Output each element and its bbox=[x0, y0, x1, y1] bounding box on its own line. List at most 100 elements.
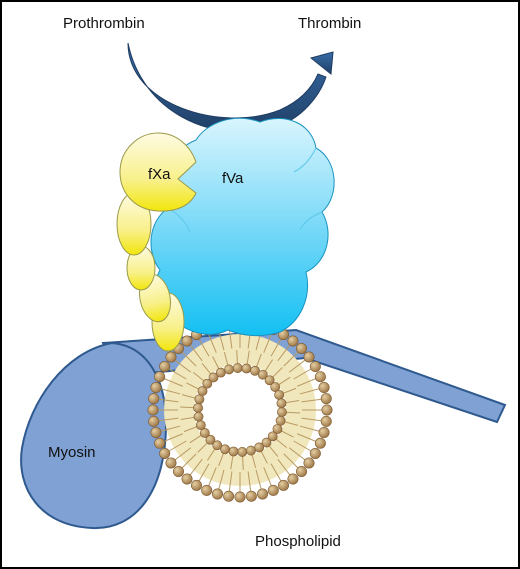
lipid-head-outer bbox=[296, 466, 308, 478]
lipid-head-inner bbox=[193, 403, 203, 413]
lipid-tail bbox=[158, 398, 179, 403]
fva-cloud bbox=[150, 117, 335, 337]
label-fva: fVa bbox=[222, 170, 244, 187]
lipid-tail bbox=[218, 469, 225, 490]
lipid-tail bbox=[263, 467, 272, 486]
lipid-head-inner bbox=[261, 437, 272, 448]
lipid-head-outer bbox=[320, 415, 332, 427]
lipid-head-inner bbox=[224, 364, 234, 375]
lipid-tail bbox=[277, 344, 291, 362]
lipid-tail bbox=[164, 378, 183, 387]
label-phospholipid: Phospholipid bbox=[255, 533, 341, 550]
lipid-tail bbox=[270, 463, 282, 482]
lipid-head-outer bbox=[320, 393, 332, 405]
lipid-tail bbox=[189, 458, 203, 476]
lipid-tail bbox=[160, 388, 181, 395]
arrow-body bbox=[127, 42, 327, 133]
lipid-head-outer bbox=[287, 473, 299, 485]
lipid-head-outer bbox=[287, 335, 299, 347]
lipid-head-inner bbox=[194, 394, 205, 405]
lipid-head-outer bbox=[303, 351, 315, 363]
lipid-head-inner bbox=[232, 363, 243, 373]
fxa-pacman bbox=[119, 132, 197, 212]
lipid-head-inner bbox=[241, 363, 252, 374]
lipid-tail bbox=[283, 453, 299, 469]
lipid-tail bbox=[297, 433, 316, 442]
lipid-head-outer bbox=[309, 447, 321, 459]
lipid-tail bbox=[218, 330, 225, 351]
lipid-tail bbox=[198, 338, 210, 357]
lipid-head-outer bbox=[181, 335, 193, 347]
lipid-head-outer bbox=[165, 457, 177, 469]
lipid-tail bbox=[228, 328, 233, 349]
lipid-tail bbox=[160, 425, 181, 432]
lipid-head-inner bbox=[237, 447, 248, 457]
lipid-tail bbox=[228, 471, 233, 492]
lipid-head-outer bbox=[314, 437, 326, 449]
label-thrombin: Thrombin bbox=[298, 15, 361, 32]
lipid-head-outer bbox=[318, 427, 330, 439]
lipid-head-inner bbox=[275, 415, 286, 426]
lipid-head-outer bbox=[321, 404, 333, 416]
label-prothrombin: Prothrombin bbox=[63, 15, 145, 32]
lipid-head-inner bbox=[254, 442, 265, 453]
lipid-tail bbox=[168, 368, 187, 380]
arrow-head bbox=[309, 51, 334, 75]
lipid-tail bbox=[288, 359, 306, 373]
lipid-tail bbox=[189, 344, 203, 362]
lipid-tail bbox=[263, 334, 272, 353]
lipid-tail bbox=[174, 359, 192, 373]
lipid-head-outer bbox=[147, 404, 159, 416]
lipid-head-inner bbox=[264, 375, 275, 386]
label-myosin: Myosin bbox=[48, 444, 96, 461]
lipid-head-outer bbox=[223, 490, 235, 502]
lipid-head-inner bbox=[276, 398, 287, 409]
lipid-tail bbox=[158, 417, 179, 422]
lipid-head-outer bbox=[150, 427, 162, 439]
lipid-tail bbox=[247, 471, 252, 492]
lipid-head-outer bbox=[314, 371, 326, 383]
lipid-head-outer bbox=[303, 457, 315, 469]
lipid-tail bbox=[277, 458, 291, 476]
fva-protein bbox=[150, 117, 335, 337]
myosin-head bbox=[20, 341, 168, 530]
label-fxa: fXa bbox=[148, 166, 171, 183]
lipid-head-inner bbox=[267, 431, 278, 442]
lipid-head-inner bbox=[195, 420, 206, 431]
lipid-head-inner bbox=[228, 446, 239, 457]
lipid-head-outer bbox=[165, 351, 177, 363]
lipid-head-inner bbox=[270, 382, 281, 392]
lipid-head-outer bbox=[318, 381, 330, 393]
lipid-tail bbox=[181, 453, 197, 469]
fva-detail-3 bbox=[299, 211, 323, 231]
lipid-tail bbox=[270, 338, 282, 357]
lipid-head-outer bbox=[267, 484, 279, 496]
lipid-head-outer bbox=[159, 447, 171, 459]
lipid-tail bbox=[164, 433, 183, 442]
lipid-head-outer bbox=[211, 488, 223, 500]
lipid-head-inner bbox=[212, 440, 223, 451]
vesicle-lumen bbox=[194, 364, 286, 456]
lipid-head-outer bbox=[309, 360, 321, 372]
lipid-head-inner bbox=[257, 369, 268, 380]
lipid-head-outer bbox=[154, 437, 166, 449]
lipid-tail bbox=[181, 351, 197, 367]
lipid-tail bbox=[208, 467, 217, 486]
lipid-head-outer bbox=[159, 360, 171, 372]
lipid-head-outer bbox=[296, 342, 308, 354]
lipid-head-outer bbox=[234, 491, 246, 503]
lipid-tail bbox=[198, 463, 210, 482]
lipid-head-outer bbox=[148, 393, 160, 405]
lipid-head-outer bbox=[245, 490, 257, 502]
lipid-tail bbox=[174, 447, 192, 461]
lipid-head-inner bbox=[199, 428, 210, 438]
lipid-tail bbox=[301, 398, 322, 403]
lipid-head-outer bbox=[257, 488, 269, 500]
lipid-head-outer bbox=[181, 473, 193, 485]
lipid-head-outer bbox=[277, 479, 289, 491]
lipid-head-inner bbox=[246, 445, 256, 456]
lipid-tail bbox=[208, 334, 217, 353]
fva-detail-2 bbox=[293, 147, 317, 173]
lipid-head-outer bbox=[154, 371, 166, 383]
